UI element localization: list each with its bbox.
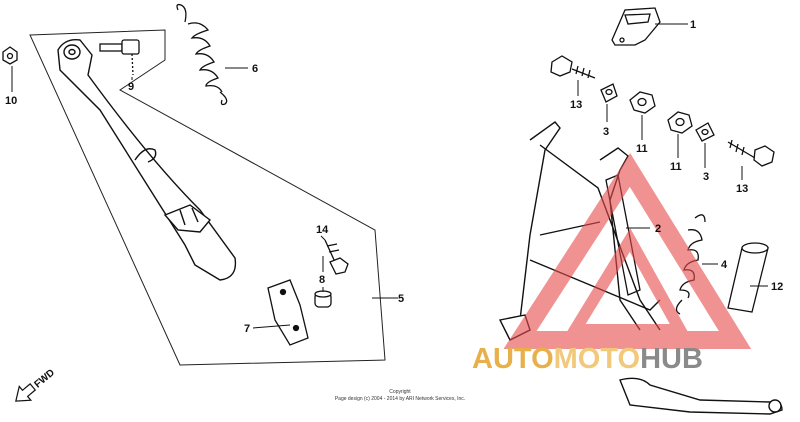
callout-4: 4: [721, 259, 728, 271]
callout-1: 1: [690, 19, 696, 31]
bolt-part-9[interactable]: [99, 39, 140, 76]
leader-lines: [131, 23, 768, 329]
callout-12: 12: [771, 281, 783, 293]
sleeve-part-12[interactable]: [727, 242, 769, 313]
collar-part-8[interactable]: [314, 290, 332, 308]
watermark-part-2: MOTO: [554, 343, 640, 375]
washer-part-3-a[interactable]: [600, 83, 618, 103]
side-stand-assembly-outline: [29, 29, 386, 366]
callout-numbers: 1 2 3 3 4 5 6 7 8 9 10 11 11 12 13 13 14: [5, 19, 783, 335]
callout-5: 5: [398, 293, 404, 305]
watermark-part-3: HUB: [640, 343, 703, 375]
bolt-part-14[interactable]: [324, 239, 349, 275]
callout-11-b: 11: [670, 161, 682, 173]
callout-10: 10: [5, 95, 17, 107]
callout-8: 8: [319, 274, 325, 286]
label-ticks: [11, 66, 743, 272]
copyright-line-1: Copyright: [389, 389, 411, 395]
copyright-line-2: Page design (c) 2004 - 2014 by ARI Netwo…: [335, 396, 465, 402]
callout-13-b: 13: [736, 183, 748, 195]
bracket-part-1[interactable]: [611, 7, 661, 46]
nut-part-10[interactable]: [2, 46, 18, 65]
callout-6: 6: [252, 63, 258, 75]
callout-14: 14: [316, 224, 329, 236]
rubber-part-7[interactable]: [267, 279, 309, 346]
washer-part-3-b[interactable]: [695, 122, 715, 142]
fwd-indicator: FWD: [15, 367, 57, 402]
fwd-label: FWD: [32, 367, 57, 390]
spring-part-6[interactable]: [176, 3, 228, 106]
callout-3-a: 3: [603, 126, 609, 138]
bolt-part-13-b[interactable]: [727, 139, 775, 167]
nut-part-11-a[interactable]: [629, 91, 656, 114]
callout-9: 9: [128, 81, 134, 93]
side-stand[interactable]: [57, 39, 237, 281]
watermark-part-1: AUTO: [472, 343, 554, 375]
bolt-part-13-a[interactable]: [550, 55, 596, 79]
callout-2: 2: [655, 223, 661, 235]
callout-3-b: 3: [703, 171, 709, 183]
callout-13-a: 13: [570, 99, 582, 111]
watermark-text: AUTOMOTOHUB: [472, 343, 703, 375]
callout-11-a: 11: [636, 143, 648, 155]
svg-text:AUTOMOTOHUB: AUTOMOTOHUB: [472, 343, 703, 375]
callout-7: 7: [244, 323, 250, 335]
nut-part-11-b[interactable]: [667, 111, 693, 134]
watermark-logo: [503, 153, 752, 349]
